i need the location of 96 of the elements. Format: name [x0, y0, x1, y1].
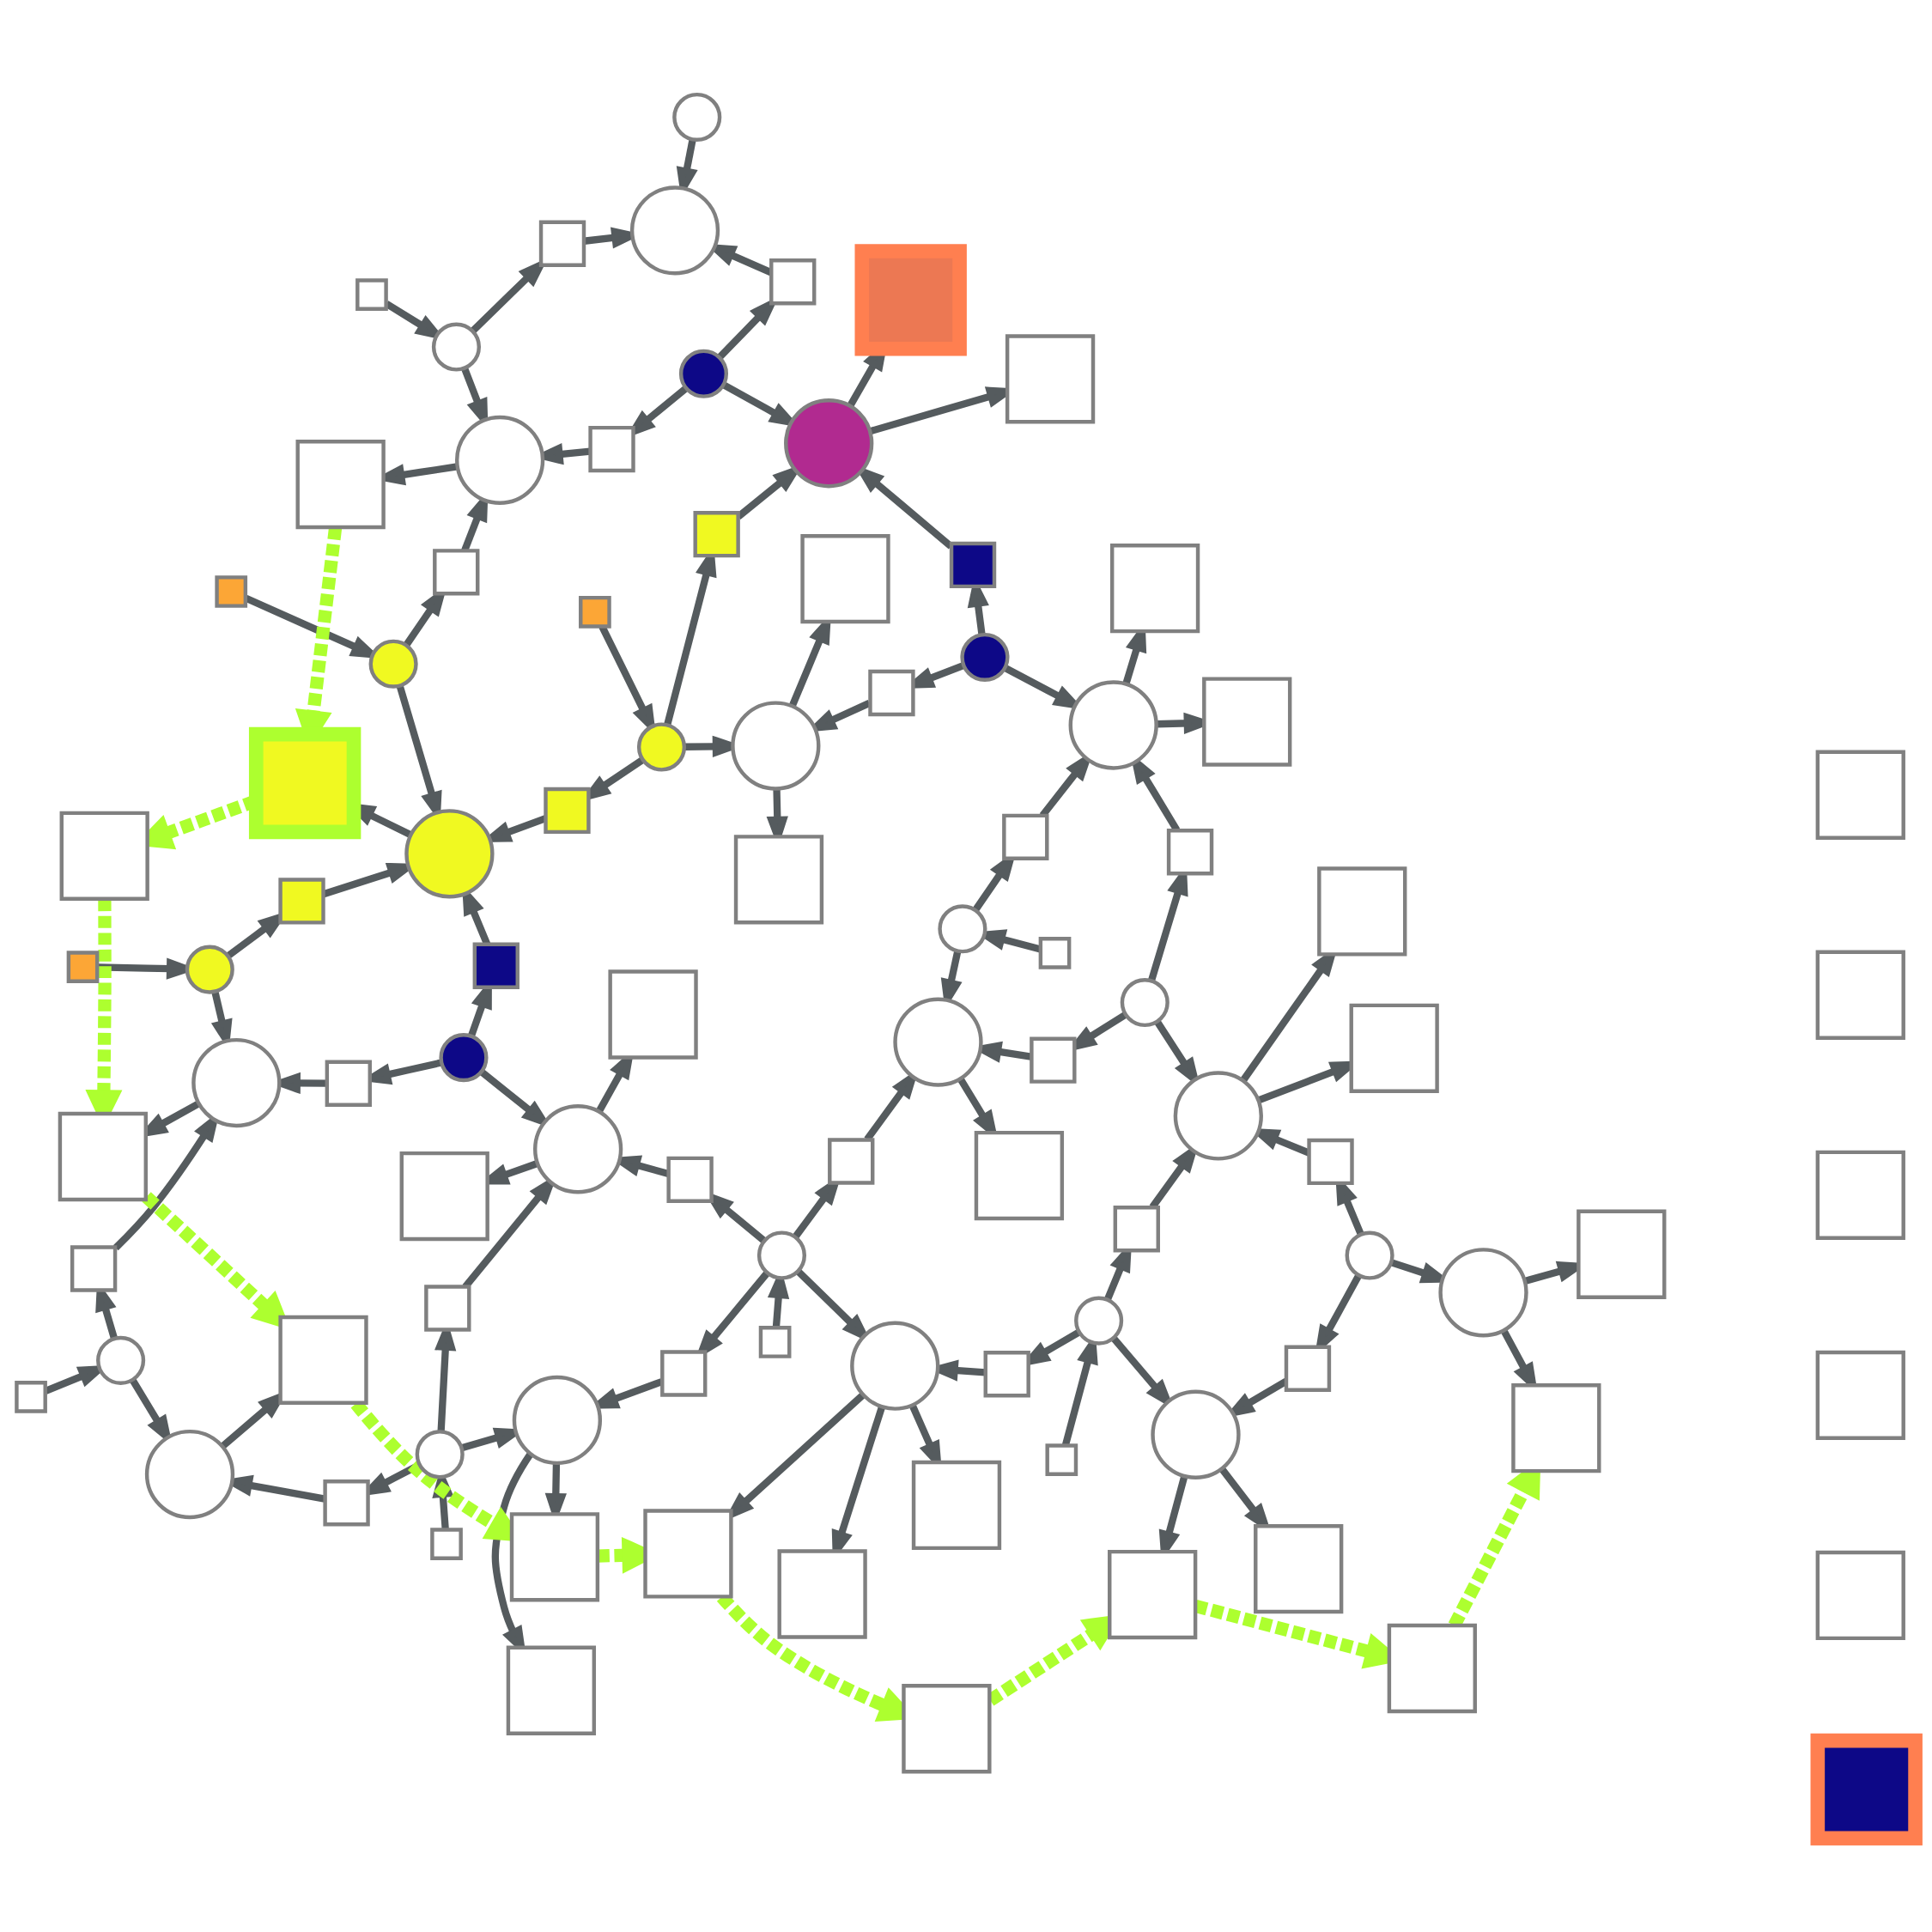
node-box [1002, 813, 1049, 860]
node-box [660, 1349, 708, 1397]
node-box [777, 1548, 867, 1639]
node-circle [96, 1335, 146, 1385]
node-circle [678, 349, 729, 398]
node-circle [512, 1375, 603, 1465]
node-box [828, 1137, 875, 1185]
node-box [1577, 1209, 1667, 1299]
node-box [588, 425, 635, 472]
node-circle [415, 1429, 465, 1479]
node-box [1113, 1205, 1160, 1252]
node-circle [731, 700, 821, 791]
node-box [70, 1244, 118, 1292]
node-box [248, 726, 361, 839]
node-circle [431, 321, 482, 372]
node-box [506, 1645, 597, 1735]
node-circle [629, 185, 720, 275]
node-circle [455, 415, 545, 505]
node-box [769, 258, 817, 305]
node-box [1284, 1345, 1332, 1392]
node-box [579, 595, 611, 629]
node-box [758, 1325, 792, 1358]
node-box [278, 1315, 368, 1405]
node-box [868, 669, 915, 716]
node-circle [1151, 1389, 1241, 1479]
node-circle [893, 996, 983, 1087]
node-box [733, 834, 824, 924]
node-box [1108, 1549, 1198, 1639]
node-box [433, 548, 480, 595]
node-circle [1345, 1230, 1394, 1280]
node-box [66, 950, 100, 983]
node-box [1166, 828, 1214, 875]
node-circle [636, 721, 687, 772]
node-circle [191, 1037, 282, 1127]
node-circle [404, 808, 495, 898]
node-circle [672, 92, 722, 142]
node-box [509, 1511, 600, 1601]
node-circle [439, 1032, 489, 1082]
node-circle [185, 945, 234, 994]
node-box [608, 969, 698, 1060]
node-box [215, 574, 248, 608]
node-circle [960, 632, 1010, 682]
node-box [1307, 1138, 1354, 1185]
node-box [1038, 936, 1072, 969]
node-box [325, 1060, 372, 1107]
node-box [1511, 1382, 1601, 1473]
node-box [1815, 1150, 1905, 1240]
node-box [854, 243, 967, 356]
node-box [911, 1460, 1002, 1550]
node-box [1030, 1036, 1077, 1084]
node-box [59, 811, 149, 901]
node-box [1815, 750, 1905, 840]
node-circle [756, 1230, 807, 1280]
node-circle [784, 398, 874, 488]
node-box [472, 942, 519, 989]
node-box [295, 439, 386, 529]
node-box [983, 1350, 1030, 1397]
node-circle [368, 639, 418, 689]
node-box [430, 1527, 463, 1560]
node-box [1815, 1550, 1905, 1640]
node-box [424, 1284, 471, 1332]
node-circle [1438, 1247, 1528, 1337]
node-circle [1120, 977, 1170, 1027]
node-box [1254, 1523, 1344, 1613]
node-circle [1074, 1296, 1124, 1346]
node-box [1202, 676, 1292, 767]
node-box [544, 787, 591, 834]
node-box [1045, 1443, 1078, 1476]
node-circle [1173, 1070, 1263, 1161]
node-circle [850, 1321, 940, 1411]
node-box [974, 1130, 1065, 1220]
node-circle [1068, 679, 1158, 770]
node-box [1349, 1003, 1439, 1093]
node-box [693, 510, 740, 557]
node-box [538, 220, 586, 267]
node-circle [938, 903, 987, 953]
node-box [902, 1683, 992, 1773]
node-circle [144, 1429, 235, 1519]
node-box [1109, 543, 1200, 633]
node-box [1387, 1623, 1477, 1713]
node-box [278, 877, 325, 925]
node-box [399, 1151, 489, 1241]
node-box [323, 1479, 370, 1526]
node-circle [533, 1103, 623, 1194]
node-box [355, 277, 388, 311]
node-box [1810, 1733, 1923, 1845]
node-box [666, 1156, 714, 1203]
node-box [949, 541, 997, 588]
node-box [800, 533, 890, 623]
node-box [1815, 950, 1905, 1040]
node-box [643, 1508, 733, 1599]
node-box [15, 1380, 47, 1413]
node-box [1005, 333, 1096, 423]
node-box [58, 1111, 148, 1201]
node-box [1815, 1350, 1905, 1440]
node-box [1317, 866, 1407, 957]
